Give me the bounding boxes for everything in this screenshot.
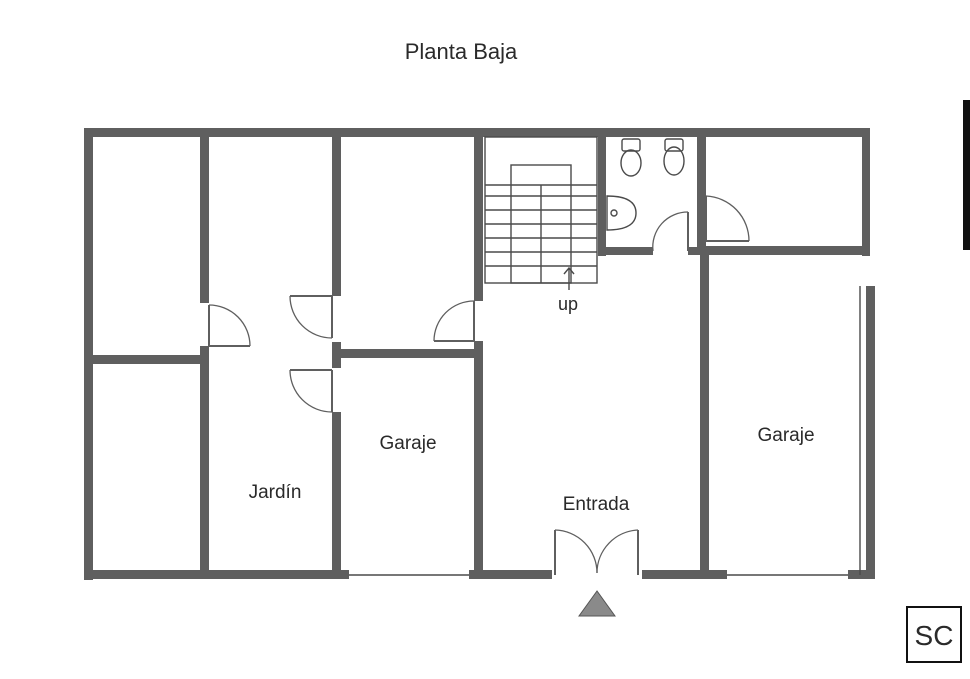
room-label-garaje-right: Garaje	[757, 425, 814, 446]
wall-h-garage-left	[332, 349, 480, 358]
door-entrance	[554, 529, 639, 575]
door-right-room	[705, 195, 750, 242]
wall-bottom-1	[84, 570, 349, 579]
wall-right-lower	[866, 286, 875, 579]
room-label-jardin: Jardín	[249, 482, 302, 503]
wall-bottom-2	[469, 570, 552, 579]
stairs-up-label: up	[558, 294, 578, 314]
wall-h-left	[84, 355, 204, 364]
wall-v3-bottom	[474, 341, 483, 579]
wall-bottom-3	[642, 570, 727, 579]
wall-h-garage-right	[697, 246, 867, 255]
plan-title: Planta Baja	[405, 39, 518, 64]
door-left-rooms	[208, 304, 251, 347]
sink-fixture	[606, 195, 637, 231]
door-stair-room	[433, 300, 475, 342]
edge-bar	[963, 100, 970, 250]
wall-bath-left	[598, 128, 606, 256]
wall-v1-top	[200, 128, 209, 303]
staircase	[484, 136, 598, 290]
wall-right-upper	[862, 128, 870, 256]
wall-bath-bottom	[598, 247, 653, 255]
wall-v2-top	[332, 128, 341, 296]
logo-text: SC	[915, 620, 954, 651]
walls	[84, 128, 875, 580]
wall-bath-right	[697, 128, 706, 255]
wall-v2-bottom	[332, 412, 341, 579]
room-label-entrada: Entrada	[563, 494, 630, 515]
entrance-marker-icon	[578, 590, 616, 617]
bidet-fixture	[663, 138, 685, 176]
wall-bottom-4	[848, 570, 875, 579]
room-label-garaje-left: Garaje	[379, 433, 436, 454]
wall-left	[84, 128, 93, 580]
door-bathroom	[652, 211, 689, 252]
door-jardin-lower	[289, 369, 333, 413]
wall-v1-bottom	[200, 346, 209, 579]
toilet-fixture	[620, 138, 642, 177]
door-jardin-upper	[289, 295, 333, 339]
sc-logo: SC	[906, 606, 962, 663]
wall-v3-top	[474, 128, 483, 301]
wall-v4	[700, 246, 709, 579]
